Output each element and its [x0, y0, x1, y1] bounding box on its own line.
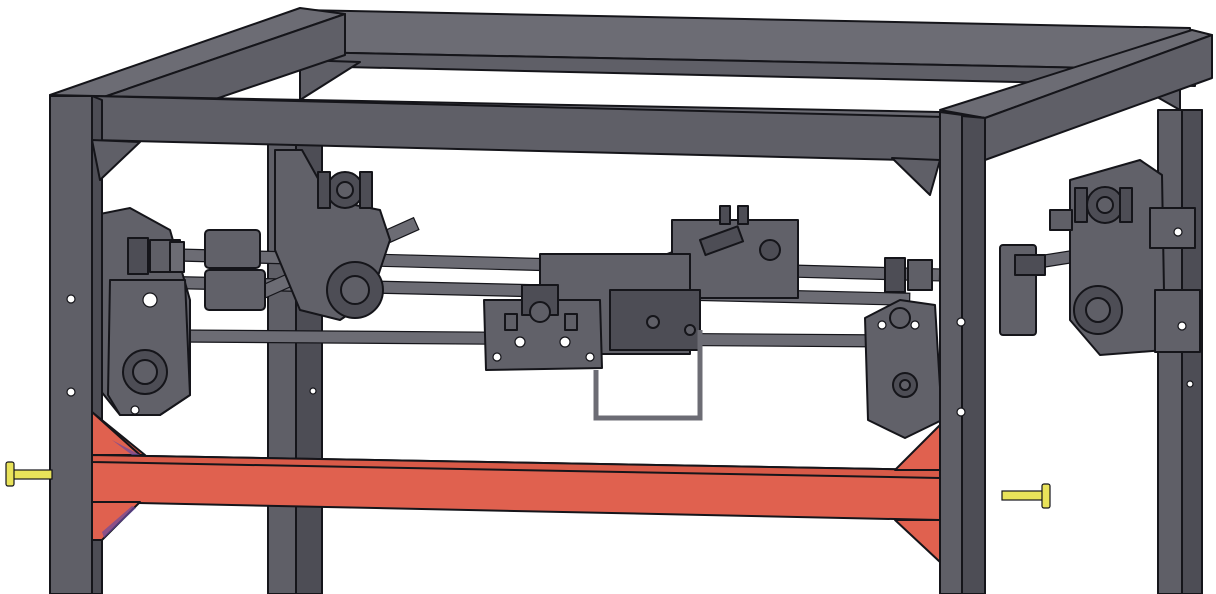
front-frame: [49, 94, 1194, 594]
frame-hole: [956, 407, 966, 417]
frame-hole: [1186, 380, 1194, 388]
clevis-pin-left: [5, 461, 53, 487]
center-carriage: [483, 205, 799, 421]
front-crossbar: [91, 411, 941, 563]
right-end-plate: [864, 257, 943, 439]
left-end-plate: [94, 207, 191, 416]
frame-hole: [66, 387, 76, 397]
frame-hole: [309, 387, 317, 395]
frame-hole: [956, 317, 966, 327]
right-pulley-bracket: [999, 159, 1201, 356]
clevis-pin-right: [1001, 483, 1051, 509]
left-pulley-bracket: [204, 149, 391, 321]
frame-hole: [66, 294, 76, 304]
